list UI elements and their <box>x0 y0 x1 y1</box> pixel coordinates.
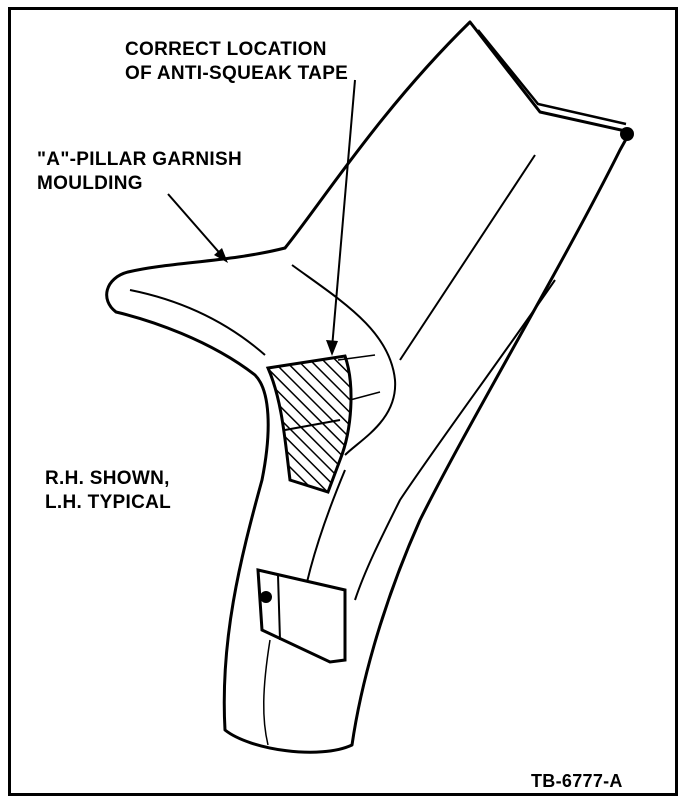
tape-leader-arrow <box>326 79 356 356</box>
bracket-pocket-inner <box>257 569 281 641</box>
figure-reference-number: TB-6777-A <box>531 771 623 791</box>
upper-flange-edge <box>477 29 627 126</box>
side-note-line-2: L.H. TYPICAL <box>45 492 172 513</box>
side-note-line-1: R.H. SHOWN, <box>45 468 170 489</box>
tape-lower-divider <box>284 419 341 431</box>
side-shown-note: R.H. SHOWN, L.H. TYPICAL <box>45 467 171 515</box>
bracket-pocket <box>256 568 347 664</box>
hump-flange-edge <box>129 289 266 356</box>
garnish-label-line-2: MOULDING <box>37 173 143 194</box>
flange-clip <box>620 127 634 141</box>
garnish-moulding-label: "A"-PILLAR GARNISH MOULDING <box>37 148 242 196</box>
garnish-leader-arrow <box>167 193 228 263</box>
diagram-border <box>8 7 678 796</box>
inner-contour-line-1 <box>399 154 536 361</box>
bracket-screw-hole <box>260 591 272 603</box>
anti-squeak-tape-area <box>265 354 353 494</box>
inner-hump-curve <box>291 264 397 456</box>
inner-contour-line-2 <box>354 279 556 601</box>
tape-reference-line <box>337 354 376 361</box>
inner-contour-line-4 <box>262 639 271 746</box>
tape-label-line-1: CORRECT LOCATION <box>125 39 327 60</box>
tape-label-line-2: OF ANTI-SQUEAK TAPE <box>125 63 349 84</box>
moulding-outline <box>105 20 632 754</box>
tape-reference-line-2 <box>349 391 381 401</box>
garnish-label-line-1: "A"-PILLAR GARNISH <box>37 149 242 170</box>
tape-location-label: CORRECT LOCATION OF ANTI-SQUEAK TAPE <box>125 38 348 86</box>
